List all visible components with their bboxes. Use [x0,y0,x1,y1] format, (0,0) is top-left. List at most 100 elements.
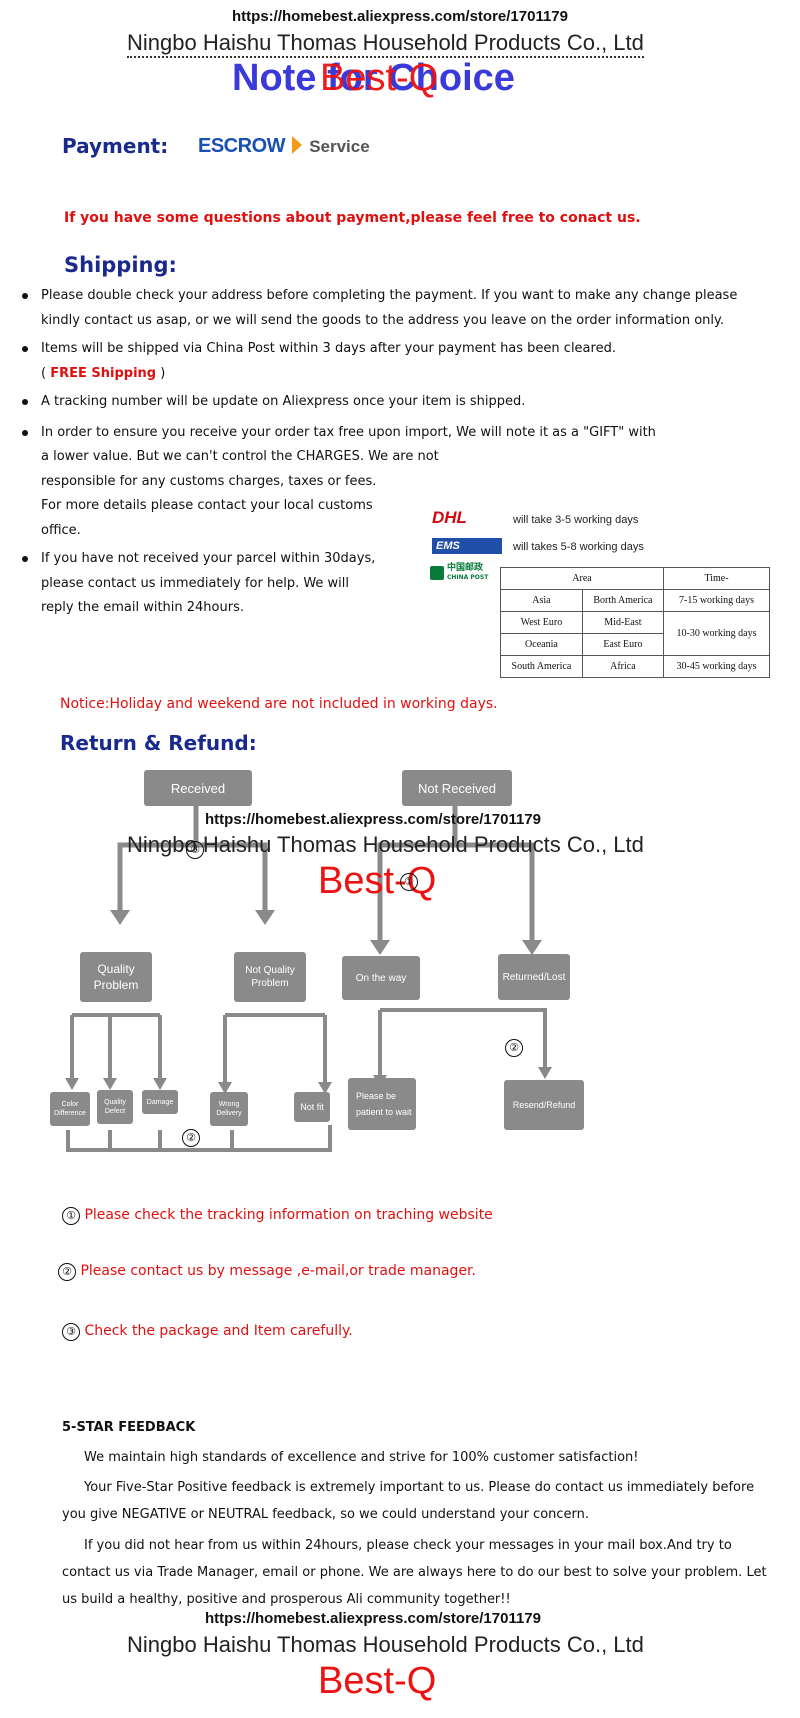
china-post-logo: 中国邮政 CHINA POST [430,564,488,582]
escrow-logo: ESCROW Service [198,135,370,158]
bullet-dot [22,429,28,436]
marker-1-flow: ① [400,870,418,891]
watermark-brand-mid: Best-Q [318,860,437,902]
bullet-address: Please double check your address before … [22,284,762,333]
step-2-text: Please contact us by message ,e-mail,or … [80,1263,476,1279]
table-cell: East Euro [581,633,664,656]
watermark-company-bottom: Ningbo Haishu Thomas Household Products … [127,1632,644,1657]
bullet-gift: In order to ensure you receive your orde… [22,421,762,544]
escrow-service: Service [309,137,370,156]
china-post-icon [430,566,444,580]
table-cell: Mid-East [581,611,664,634]
table-cell: Asia [500,589,583,612]
table-cell: South America [500,655,583,678]
not-quality-problem-box: Not Quality Problem [234,952,306,1002]
table-header-time: Time- [662,567,771,590]
marker-3-flow: ③ [186,838,204,859]
feedback-p2: Your Five-Star Positive feedback is extr… [62,1480,755,1522]
feedback-heading: 5-STAR FEEDBACK [62,1420,196,1435]
circled-2: ② [182,1129,200,1147]
circled-2: ② [58,1263,76,1281]
wrong-delivery-box: Wrong Delivery [210,1092,248,1126]
parcel-line-3: reply the email within 24hours. [41,600,244,615]
table-cell: 30-45 working days [662,655,771,678]
bullet-china-post-text: Items will be shipped via China Post wit… [41,341,616,356]
circled-1: ① [62,1207,80,1225]
payment-note: If you have some questions about payment… [64,210,641,226]
bullet-address-text: Please double check your address before … [41,288,738,328]
quality-problem-box: Quality Problem [80,952,152,1002]
feedback-p3: If you did not hear from us within 24hou… [62,1538,767,1607]
feedback-body: We maintain high standards of excellence… [62,1446,767,1613]
be-patient-box: Please be patient to wait [348,1078,416,1130]
table-row: West Euro Mid-East 10-30 working days [500,611,771,656]
damage-box: Damage [142,1090,178,1114]
watermark-url-mid: https://homebest.aliexpress.com/store/17… [205,811,541,828]
ems-time: will takes 5-8 working days [513,541,644,553]
marker-2-flow-right: ② [505,1036,523,1057]
not-fit-label: Not fit [300,1102,324,1112]
shipping-bullets: Please double check your address before … [22,284,762,621]
on-the-way-box: On the way [342,956,420,1000]
watermark-company-mid: Ningbo Haishu Thomas Household Products … [127,832,644,857]
dhl-logo: DHL [432,508,496,528]
refund-heading: Return & Refund: [60,731,257,755]
ems-logo: EMS [432,538,502,554]
bullet-china-post: Items will be shipped via China Post wit… [22,337,762,386]
circled-3: ③ [62,1323,80,1341]
bullet-tracking: A tracking number will be update on Alie… [22,390,762,415]
table-row: Oceania East Euro [500,633,770,656]
feedback-p1: We maintain high standards of excellence… [84,1450,639,1465]
resend-refund-label: Resend/Refund [512,1100,576,1110]
refund-flowchart [65,805,552,1152]
payment-label: Payment: [62,134,169,158]
table-cell: 7-15 working days [662,589,771,612]
title-overlay: Note for Choice [232,57,515,99]
shipping-time-table: Area Time- Asia Borth America 7-15 worki… [500,567,771,678]
not-received-label: Not Received [417,780,497,796]
bullet-tracking-text: A tracking number will be update on Alie… [41,394,526,409]
gift-line-3: responsible for any customs charges, tax… [41,473,377,489]
marker-2-flow-left: ② [182,1126,200,1147]
ems-logo-text: EMS [436,540,460,552]
not-received-box: Not Received [402,770,512,806]
quality-problem-label: Quality Problem [93,962,139,992]
china-post-en: CHINA POST [447,574,489,581]
free-shipping: FREE Shipping [50,365,157,381]
step-1: ① Please check the tracking information … [62,1207,493,1225]
color-difference-label: Color Difference [54,1101,86,1117]
table-cell: Oceania [500,633,583,656]
shipping-heading: Shipping: [64,253,177,277]
bullet-dot [22,346,28,352]
table-row: Asia Borth America 7-15 working days [500,589,771,612]
escrow-text: ESCROW [198,135,286,157]
on-the-way-label: On the way [355,972,407,984]
be-patient-label: Please be patient to wait [356,1091,412,1117]
quality-defect-label: Quality Defect [104,1099,126,1115]
resend-refund-box: Resend/Refund [504,1080,584,1130]
gift-line-4: For more details please contact your loc… [41,498,373,513]
table-cell: 10-30 working days [662,611,771,656]
watermark-url: https://homebest.aliexpress.com/store/17… [232,8,568,25]
dhl-time: will take 3-5 working days [513,514,639,526]
bullet-parcel: If you have not received your parcel wit… [22,547,762,621]
step-2: ② Please contact us by message ,e-mail,o… [58,1263,476,1281]
table-row: South America Africa 30-45 working days [500,655,771,678]
table-cell: Borth America [581,589,664,612]
table-cell: Africa [581,655,664,678]
step-3-text: Check the package and Item carefully. [84,1323,353,1339]
gift-line-1: In order to ensure you receive your orde… [41,424,656,440]
wrong-delivery-label: Wrong Delivery [216,1101,242,1117]
watermark-brand-bottom: Best-Q [318,1660,437,1702]
received-label: Received [170,780,226,796]
bullet-dot [22,399,28,405]
circled-2: ② [505,1039,523,1057]
quality-defect-box: Quality Defect [97,1090,133,1124]
color-difference-box: Color Difference [50,1092,90,1126]
bullet-dot [22,293,28,299]
parcel-line-1: If you have not received your parcel wit… [41,551,376,566]
step-1-text: Please check the tracking information on… [84,1207,493,1223]
watermark-url-bottom: https://homebest.aliexpress.com/store/17… [205,1610,541,1627]
china-post-cn: 中国邮政 [447,563,484,573]
returned-lost-label: Returned/Lost [502,971,566,983]
